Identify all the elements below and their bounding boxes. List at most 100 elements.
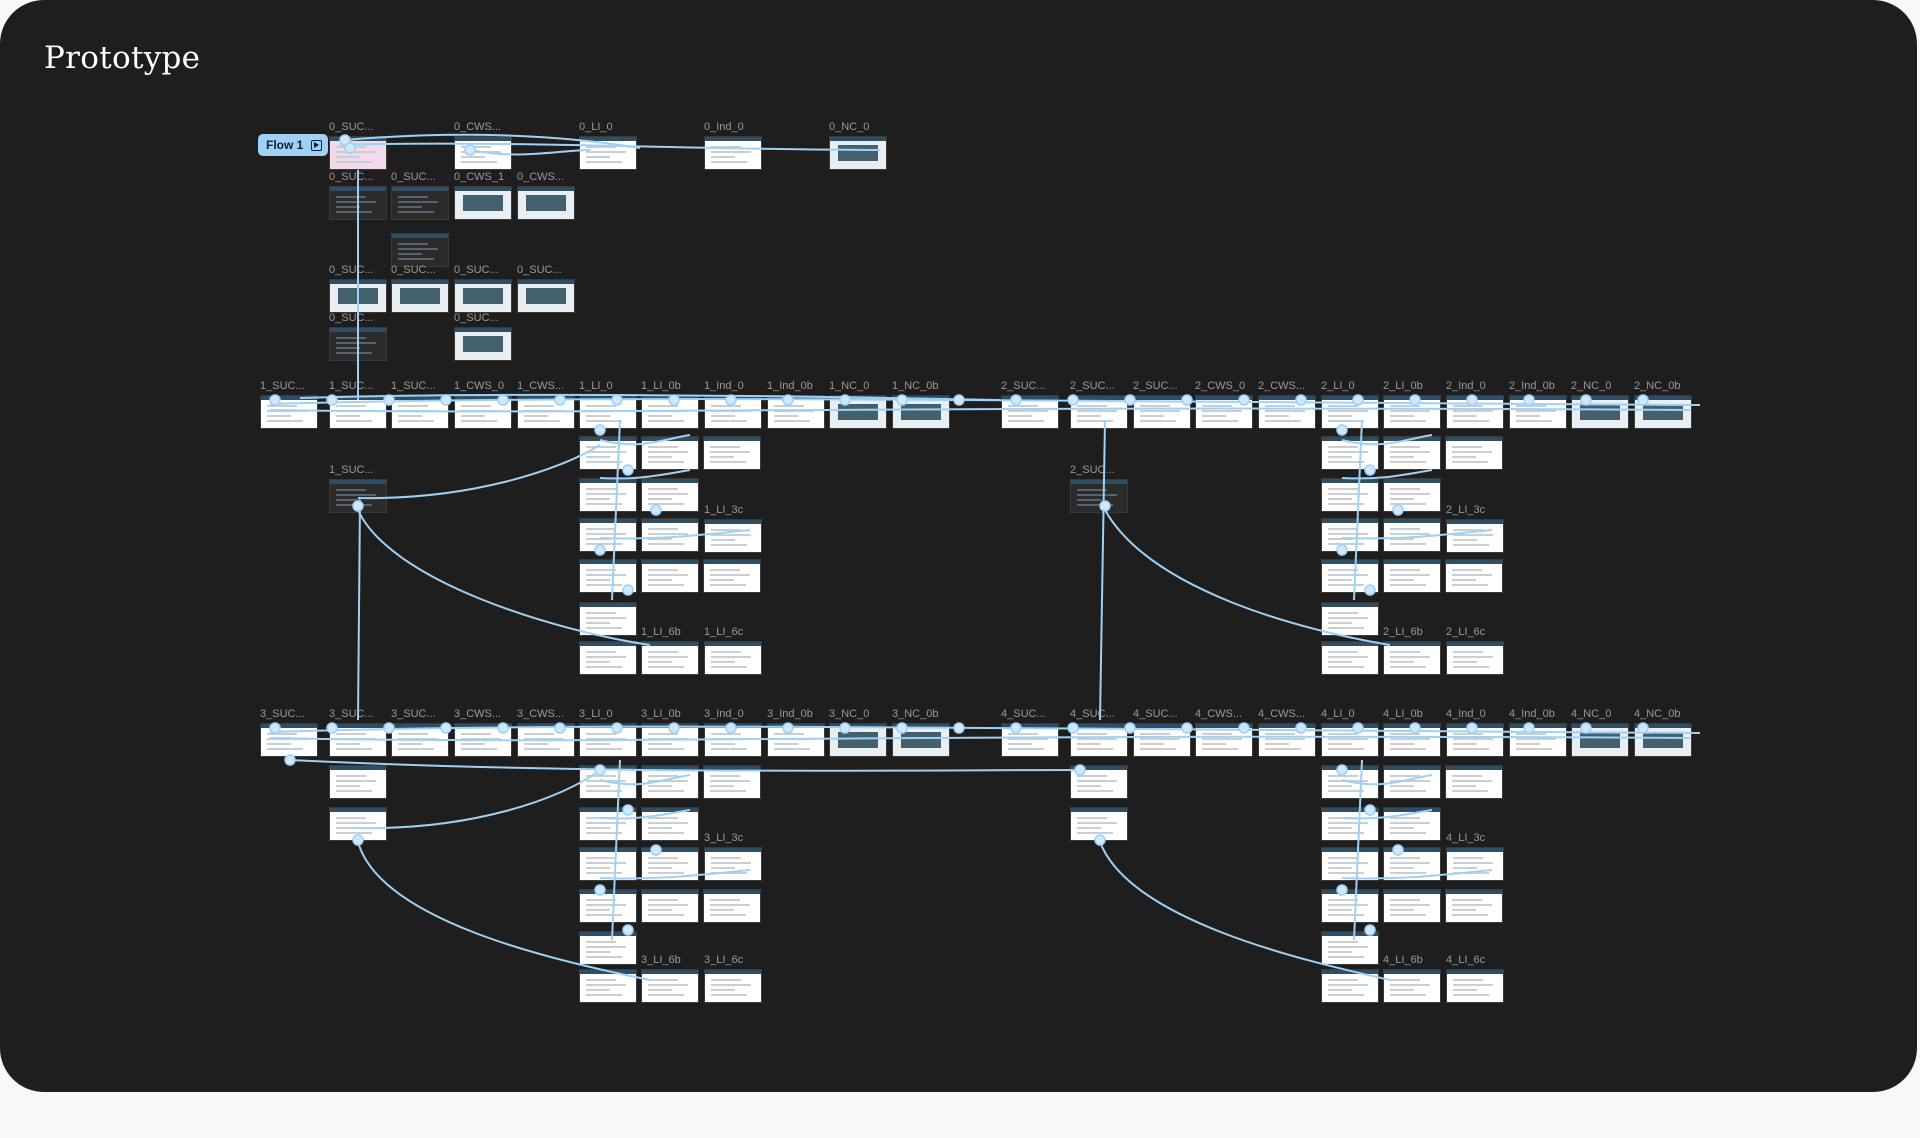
prototype-frame[interactable] [704, 890, 760, 922]
prototype-frame[interactable] [1322, 848, 1378, 880]
prototype-frame[interactable] [1071, 766, 1127, 798]
prototype-frame[interactable] [1196, 396, 1252, 428]
prototype-frame[interactable] [642, 396, 698, 428]
prototype-frame[interactable] [580, 808, 636, 840]
prototype-frame[interactable] [1322, 642, 1378, 674]
prototype-frame[interactable] [705, 520, 761, 552]
prototype-frame[interactable] [1572, 396, 1628, 428]
prototype-frame[interactable] [330, 137, 386, 169]
prototype-frame[interactable] [642, 560, 698, 592]
prototype-frame[interactable] [330, 766, 386, 798]
prototype-frame[interactable] [705, 642, 761, 674]
prototype-frame[interactable] [1322, 724, 1378, 756]
prototype-frame[interactable] [768, 396, 824, 428]
prototype-frame[interactable] [518, 187, 574, 219]
prototype-frame[interactable] [1071, 396, 1127, 428]
prototype-frame[interactable] [392, 724, 448, 756]
prototype-frame[interactable] [1322, 519, 1378, 551]
prototype-frame[interactable] [1384, 970, 1440, 1002]
prototype-frame[interactable] [1446, 560, 1502, 592]
prototype-frame[interactable] [330, 187, 386, 219]
prototype-frame[interactable] [642, 766, 698, 798]
prototype-frame[interactable] [580, 137, 636, 169]
prototype-frame[interactable] [1071, 724, 1127, 756]
prototype-frame[interactable] [1572, 724, 1628, 756]
prototype-frame[interactable] [580, 560, 636, 592]
prototype-frame[interactable] [1447, 724, 1503, 756]
prototype-frame[interactable] [1447, 520, 1503, 552]
prototype-frame[interactable] [1384, 642, 1440, 674]
prototype-frame[interactable] [1446, 437, 1502, 469]
prototype-frame[interactable] [1447, 642, 1503, 674]
prototype-frame[interactable] [1071, 808, 1127, 840]
prototype-frame[interactable] [1002, 396, 1058, 428]
prototype-frame[interactable] [1446, 890, 1502, 922]
prototype-frame[interactable] [1322, 970, 1378, 1002]
prototype-frame[interactable] [1322, 437, 1378, 469]
prototype-frame[interactable] [330, 480, 386, 512]
prototype-frame[interactable] [642, 848, 698, 880]
prototype-frame[interactable] [705, 970, 761, 1002]
prototype-frame[interactable] [1322, 808, 1378, 840]
prototype-frame[interactable] [1384, 396, 1440, 428]
prototype-frame[interactable] [330, 808, 386, 840]
prototype-frame[interactable] [1384, 479, 1440, 511]
prototype-frame[interactable] [1446, 766, 1502, 798]
prototype-frame[interactable] [1322, 603, 1378, 635]
prototype-frame[interactable] [1134, 396, 1190, 428]
prototype-frame[interactable] [580, 890, 636, 922]
prototype-frame[interactable] [1322, 932, 1378, 964]
prototype-frame[interactable] [1447, 396, 1503, 428]
prototype-frame[interactable] [455, 137, 511, 169]
prototype-frame[interactable] [392, 234, 448, 266]
prototype-frame[interactable] [705, 724, 761, 756]
prototype-frame[interactable] [704, 560, 760, 592]
prototype-frame[interactable] [580, 396, 636, 428]
prototype-frame[interactable] [392, 187, 448, 219]
prototype-frame[interactable] [1071, 480, 1127, 512]
prototype-frame[interactable] [1259, 396, 1315, 428]
prototype-frame[interactable] [1384, 724, 1440, 756]
prototype-frame[interactable] [1635, 396, 1691, 428]
flow-start-badge[interactable]: Flow 1 [258, 134, 328, 156]
prototype-frame[interactable] [1384, 808, 1440, 840]
prototype-frame[interactable] [580, 437, 636, 469]
prototype-frame[interactable] [455, 724, 511, 756]
prototype-frame[interactable] [261, 724, 317, 756]
prototype-frame[interactable] [705, 137, 761, 169]
prototype-frame[interactable] [580, 970, 636, 1002]
prototype-frame[interactable] [580, 932, 636, 964]
prototype-frame[interactable] [893, 724, 949, 756]
prototype-frame[interactable] [642, 642, 698, 674]
prototype-frame[interactable] [1635, 724, 1691, 756]
prototype-frame[interactable] [642, 437, 698, 469]
prototype-frame[interactable] [518, 396, 574, 428]
prototype-frame[interactable] [642, 890, 698, 922]
prototype-frame[interactable] [518, 280, 574, 312]
prototype-frame[interactable] [705, 396, 761, 428]
prototype-frame[interactable] [455, 187, 511, 219]
prototype-frame[interactable] [704, 437, 760, 469]
prototype-frame[interactable] [1322, 560, 1378, 592]
prototype-frame[interactable] [1384, 560, 1440, 592]
prototype-frame[interactable] [580, 766, 636, 798]
prototype-frame[interactable] [1384, 848, 1440, 880]
prototype-frame[interactable] [1322, 890, 1378, 922]
prototype-frame[interactable] [580, 724, 636, 756]
prototype-frame[interactable] [830, 137, 886, 169]
prototype-frame[interactable] [1510, 396, 1566, 428]
prototype-frame[interactable] [1447, 848, 1503, 880]
prototype-frame[interactable] [330, 396, 386, 428]
prototype-frame[interactable] [580, 479, 636, 511]
prototype-frame[interactable] [580, 603, 636, 635]
prototype-frame[interactable] [261, 396, 317, 428]
prototype-frame[interactable] [330, 724, 386, 756]
prototype-frame[interactable] [830, 724, 886, 756]
prototype-frame[interactable] [768, 724, 824, 756]
prototype-frame[interactable] [642, 970, 698, 1002]
prototype-frame[interactable] [580, 519, 636, 551]
prototype-frame[interactable] [1322, 766, 1378, 798]
prototype-frame[interactable] [642, 724, 698, 756]
prototype-frame[interactable] [642, 479, 698, 511]
